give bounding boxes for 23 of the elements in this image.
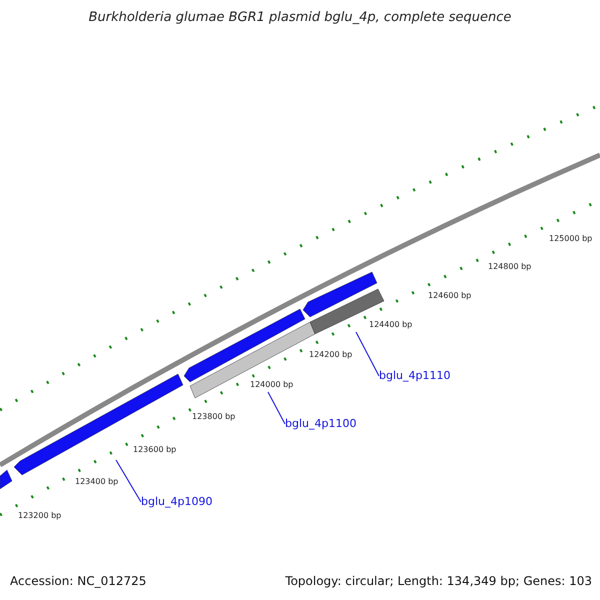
position-label: 124800 bp: [488, 262, 532, 271]
position-label: 124200 bp: [309, 350, 352, 359]
gene-arrow-shape: [14, 374, 184, 476]
leader-line: [268, 392, 286, 424]
footer-text: Accession: NC_012725: [10, 574, 146, 588]
title: Burkholderia glumae BGR1 plasmid bglu_4p, complete sequence: [88, 10, 512, 25]
leader-line: [116, 460, 142, 502]
gene-arrow-shape: [0, 470, 12, 490]
position-label: 123200 bp: [18, 511, 62, 520]
position-label: 123400 bp: [75, 477, 118, 486]
gene-arrow-shape: [184, 308, 306, 382]
position-label: 124000 bp: [250, 380, 294, 389]
position-label: 124400 bp: [369, 320, 412, 329]
gene-label: bglu_4p1090: [141, 495, 212, 508]
gene-label: bglu_4p1110: [379, 369, 450, 382]
position-label: 123800 bp: [192, 412, 236, 421]
position-label: 125000 bp: [549, 234, 592, 243]
footer-text: Topology: circular; Length: 134,349 bp; Genes: 103: [285, 574, 592, 588]
position-label: 123600 bp: [133, 445, 176, 454]
leader-line: [356, 332, 380, 376]
gene-arrow-shape: [302, 272, 378, 318]
gene-label: bglu_4p1100: [285, 417, 356, 430]
position-label: 124600 bp: [428, 291, 472, 300]
